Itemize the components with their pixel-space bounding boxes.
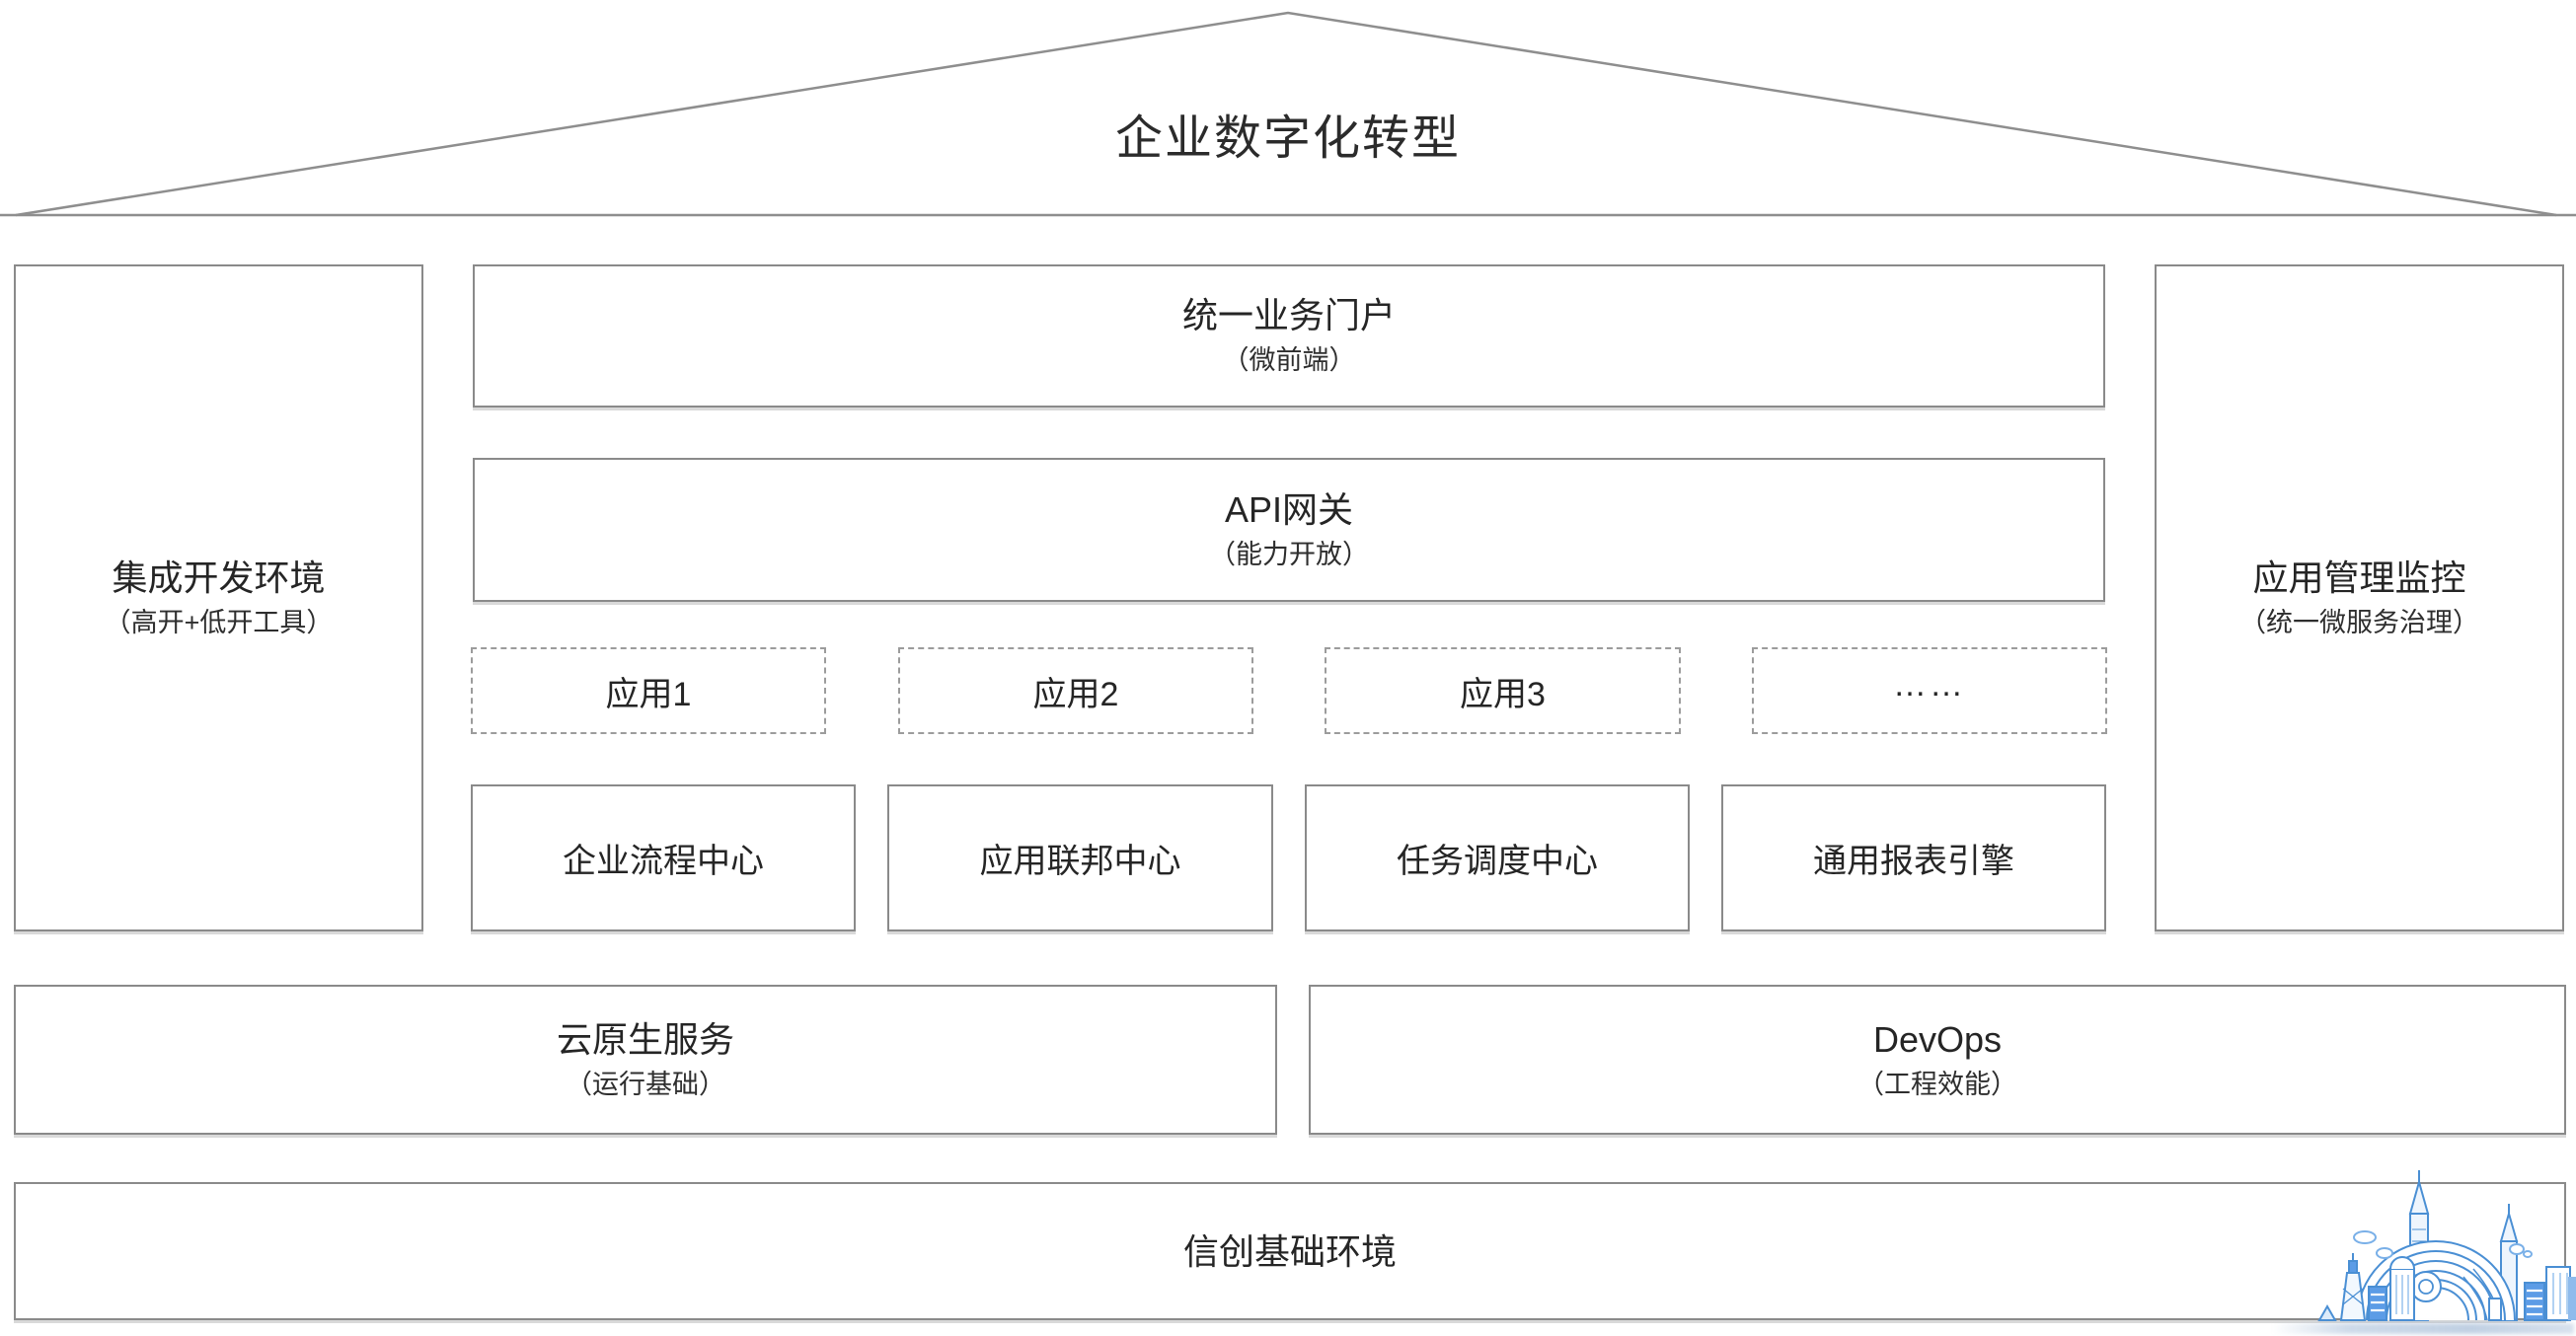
center-label: 通用报表引擎 bbox=[1813, 843, 2014, 880]
panel-title: 云原生服务 bbox=[556, 1018, 734, 1060]
app-box-3: 应用3 bbox=[1325, 647, 1681, 734]
panel-subtitle: （微前端） bbox=[1222, 345, 1356, 376]
app-label: 应用2 bbox=[1032, 675, 1119, 713]
center-label: 企业流程中心 bbox=[563, 843, 764, 880]
panel-title: 统一业务门户 bbox=[1181, 295, 1396, 336]
panel-integrated-dev-env: 集成开发环境 （高开+低开工具） bbox=[14, 264, 423, 931]
panel-devops: DevOps （工程效能） bbox=[1309, 985, 2566, 1135]
center-label: 应用联邦中心 bbox=[979, 843, 1181, 880]
center-box-scheduler: 任务调度中心 bbox=[1305, 784, 1690, 931]
panel-title: DevOps bbox=[1872, 1018, 2003, 1060]
center-box-report: 通用报表引擎 bbox=[1721, 784, 2106, 931]
roof-outline bbox=[0, 11, 2576, 217]
panel-subtitle: （运行基础） bbox=[566, 1069, 725, 1099]
panel-unified-portal: 统一业务门户 （微前端） bbox=[473, 264, 2105, 408]
panel-subtitle: （统一微服务治理） bbox=[2239, 607, 2479, 637]
panel-subtitle: （高开+低开工具） bbox=[104, 607, 334, 637]
center-label: 任务调度中心 bbox=[1397, 843, 1598, 880]
panel-title: 信创基础环境 bbox=[1182, 1230, 1397, 1272]
panel-subtitle: （能力开放） bbox=[1209, 539, 1369, 569]
panel-subtitle: （工程效能） bbox=[1857, 1069, 2017, 1099]
panel-title: API网关 bbox=[1224, 488, 1354, 530]
logo-reflection-band bbox=[2272, 1323, 2574, 1334]
panel-api-gateway: API网关 （能力开放） bbox=[473, 458, 2105, 602]
app-box-2: 应用2 bbox=[898, 647, 1253, 734]
center-box-process: 企业流程中心 bbox=[471, 784, 856, 931]
app-label: …… bbox=[1893, 665, 1966, 704]
panel-app-monitoring: 应用管理监控 （统一微服务治理） bbox=[2155, 264, 2564, 931]
diagram-title: 企业数字化转型 bbox=[1114, 112, 1461, 165]
panel-title: 应用管理监控 bbox=[2252, 557, 2466, 598]
panel-cloud-native: 云原生服务 （运行基础） bbox=[14, 985, 1277, 1135]
app-box-1: 应用1 bbox=[471, 647, 826, 734]
city-skyline-logo bbox=[2317, 1170, 2576, 1321]
app-label: 应用1 bbox=[605, 675, 692, 713]
app-label: 应用3 bbox=[1460, 675, 1546, 713]
center-box-federation: 应用联邦中心 bbox=[887, 784, 1273, 931]
panel-xinchuang-base: 信创基础环境 bbox=[14, 1182, 2566, 1320]
app-box-more: …… bbox=[1752, 647, 2107, 734]
panel-title: 集成开发环境 bbox=[112, 557, 326, 598]
